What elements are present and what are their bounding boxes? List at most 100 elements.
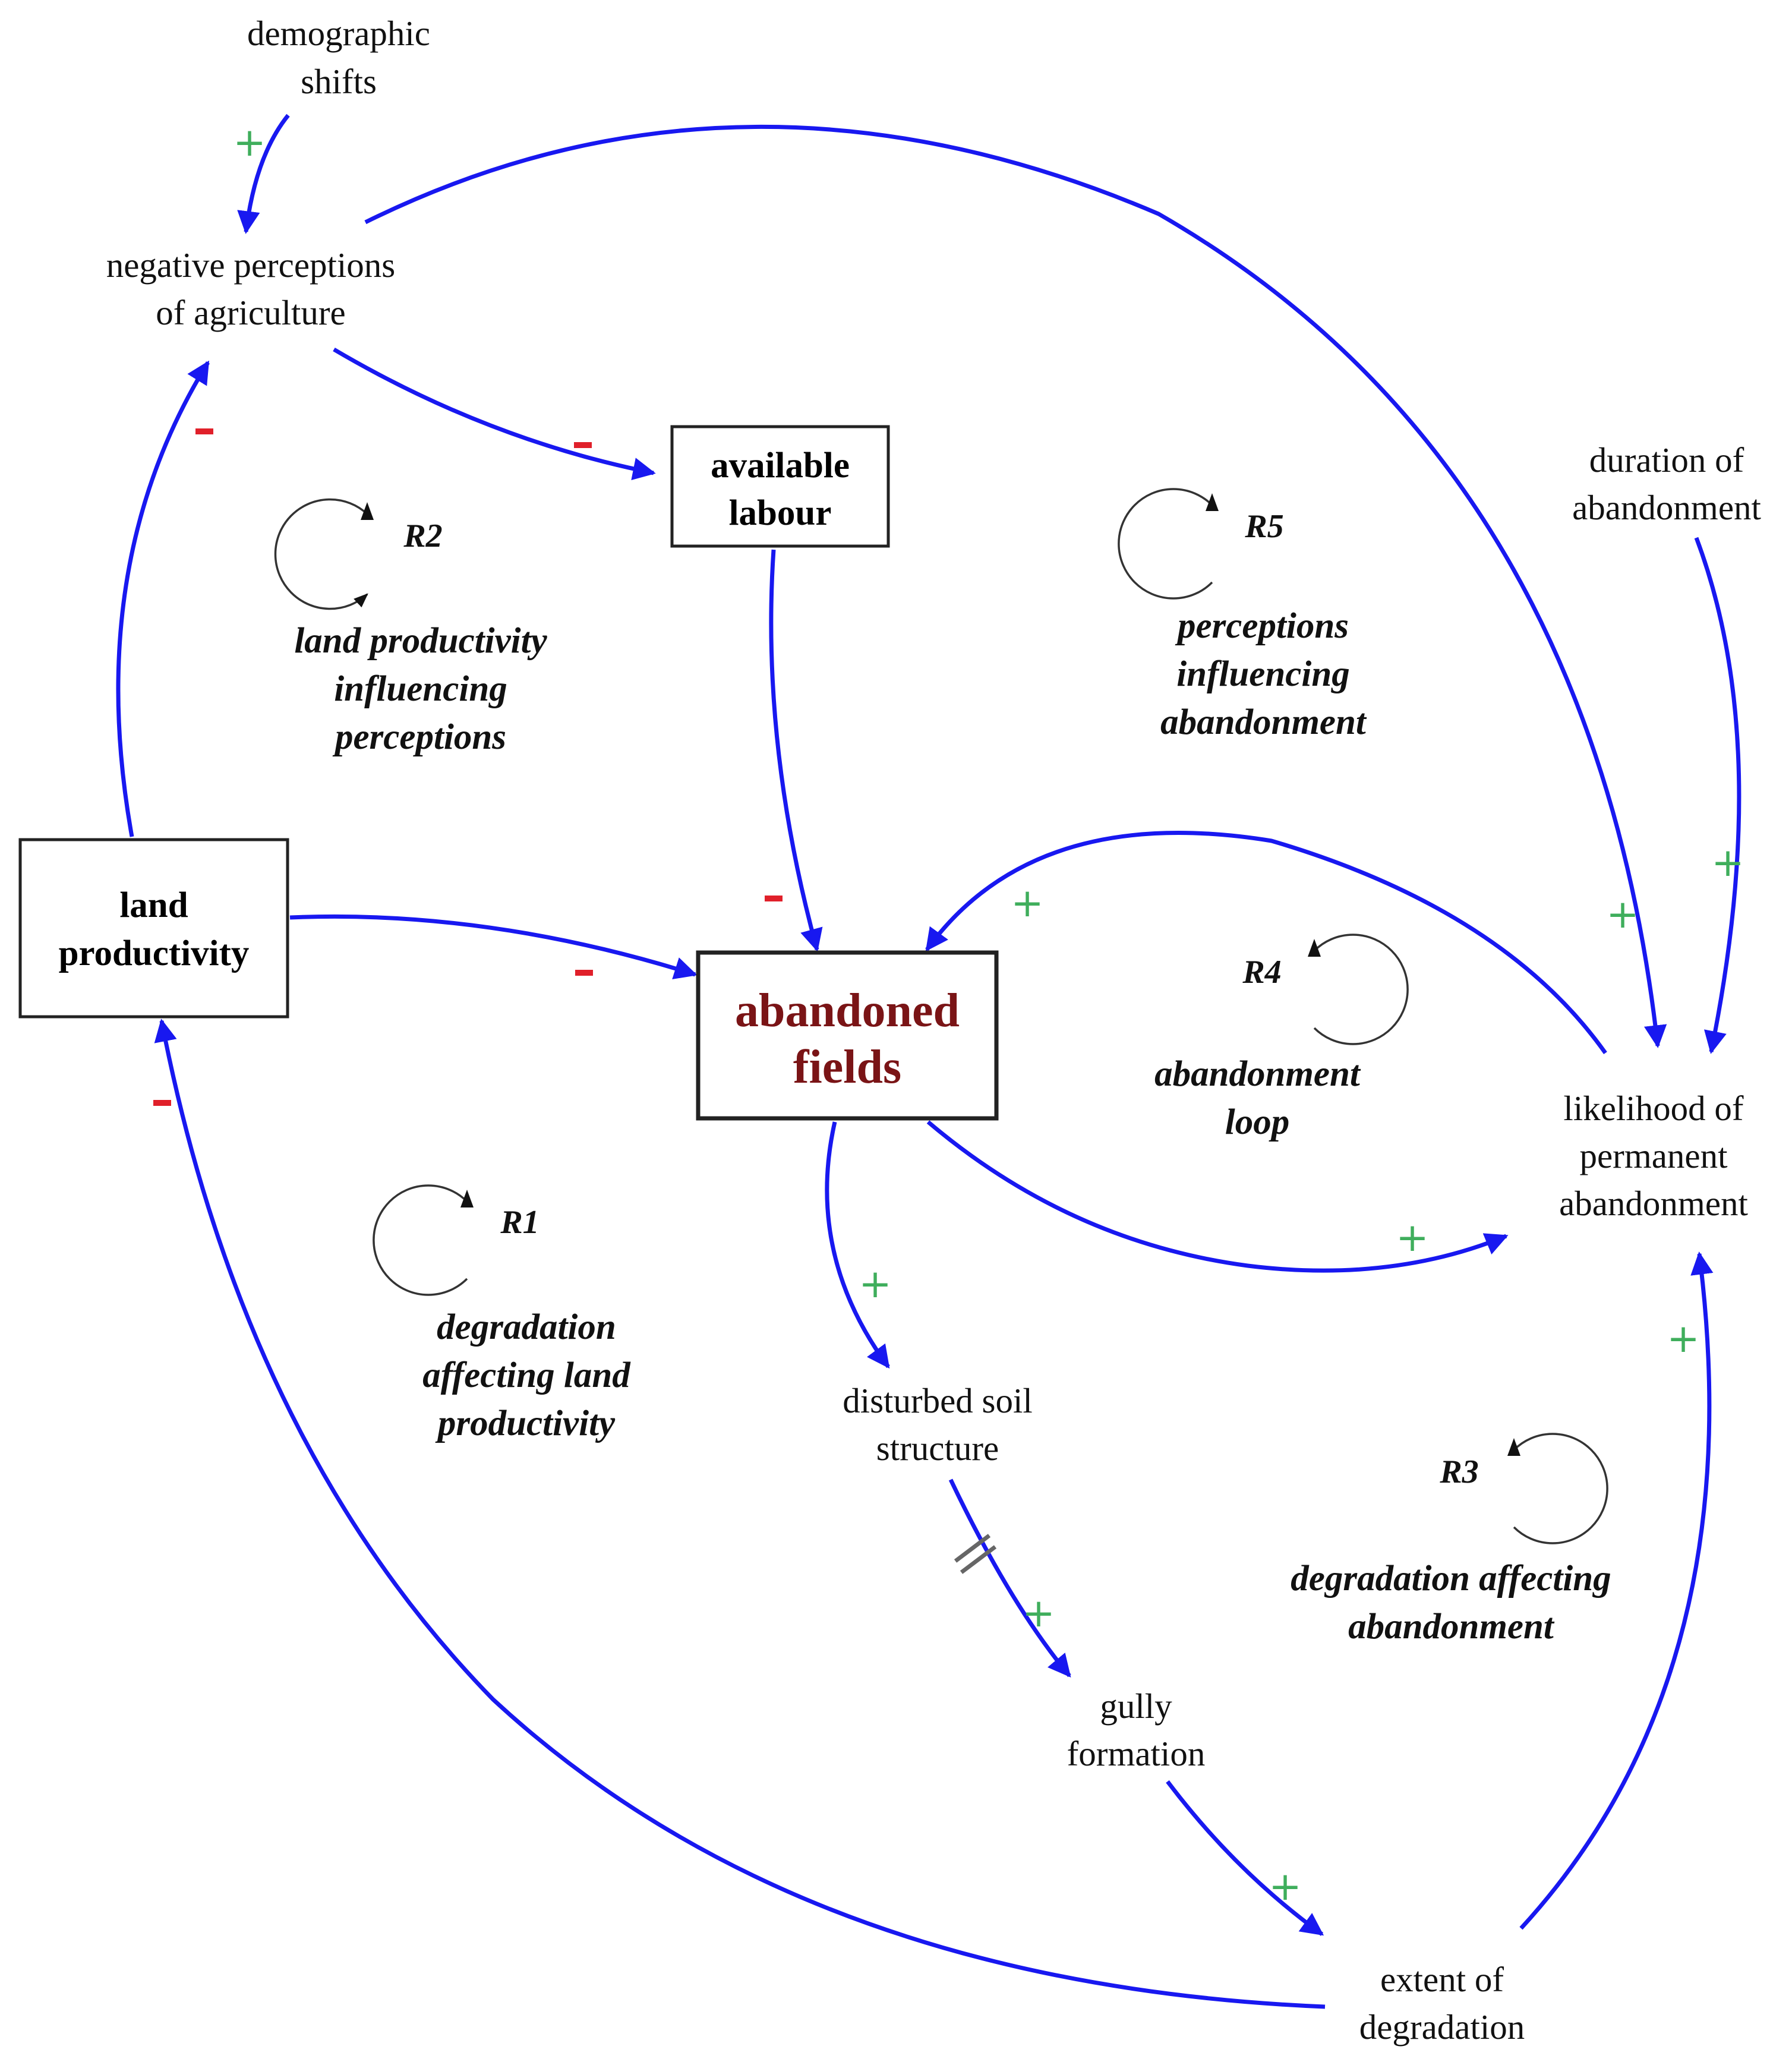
node-negative-perceptions: negative perceptions of agriculture bbox=[106, 245, 396, 332]
loop-r5-label-line1: perceptions bbox=[1175, 606, 1349, 646]
loop-r5: R5 perceptions influencing abandonment bbox=[1118, 488, 1367, 742]
loop-r2-arrowhead bbox=[361, 502, 374, 520]
loop-r1-arrowhead bbox=[460, 1190, 474, 1207]
loop-r4-label-line1: abandonment bbox=[1154, 1054, 1361, 1094]
node-available-labour: available labour bbox=[670, 425, 890, 548]
loop-r4-id: R4 bbox=[1242, 954, 1281, 991]
loop-r2-id: R2 bbox=[403, 518, 442, 554]
loop-r1-id: R1 bbox=[500, 1204, 539, 1241]
loop-r5-arrow bbox=[1118, 488, 1213, 600]
polarity-perceptions-labour bbox=[574, 442, 592, 448]
loop-r5-label-line2: influencing bbox=[1176, 654, 1350, 694]
node-gully-line1: gully bbox=[1100, 1686, 1172, 1726]
link-disturbed-to-gully bbox=[948, 1478, 1071, 1678]
node-extent-of-degradation: extent of degradation bbox=[1359, 1960, 1525, 2047]
polarity-signs: + + + + + + + + + bbox=[153, 119, 1744, 1909]
polarity-labour-abandoned bbox=[765, 896, 783, 901]
node-available-labour-box bbox=[670, 425, 890, 548]
loop-r2-label-line1: land productivity bbox=[294, 621, 547, 661]
link-landprod-to-abandoned bbox=[289, 914, 698, 979]
node-abandoned-fields: abandoned fields bbox=[696, 950, 999, 1121]
node-likelihood-line3: abandonment bbox=[1559, 1184, 1748, 1223]
loop-r4-label-line2: loop bbox=[1225, 1102, 1289, 1142]
node-abandoned-fields-line2: fields bbox=[793, 1041, 901, 1093]
node-likelihood-of-permanent-abandonment: likelihood of permanent abandonment bbox=[1559, 1089, 1748, 1223]
links bbox=[116, 113, 1741, 2009]
loop-r2-arrow bbox=[274, 498, 368, 610]
node-demographic-shifts-line2: shifts bbox=[301, 62, 377, 101]
node-land-productivity: land productivity bbox=[18, 838, 289, 1019]
loop-r3-label-line2: abandonment bbox=[1348, 1607, 1555, 1647]
node-negative-perceptions-line1: negative perceptions bbox=[106, 245, 396, 285]
link-abandoned-to-disturbed bbox=[825, 1121, 890, 1369]
node-extent-line2: degradation bbox=[1359, 2007, 1525, 2047]
link-gully-to-extent bbox=[1166, 1780, 1324, 1936]
node-duration-line1: duration of bbox=[1589, 440, 1744, 480]
link-duration-to-likelihood bbox=[1694, 537, 1741, 1054]
loop-r4-arrow bbox=[1313, 934, 1409, 1045]
delay-mark bbox=[954, 1534, 997, 1574]
loop-r2: R2 land productivity influencing percept… bbox=[274, 498, 548, 757]
node-gully-formation: gully formation bbox=[1067, 1686, 1206, 1773]
loop-r5-id: R5 bbox=[1244, 508, 1283, 545]
node-disturbed-soil-structure: disturbed soil structure bbox=[843, 1381, 1033, 1468]
link-perceptions-to-likelihood bbox=[364, 125, 1667, 1048]
loop-arrowheads bbox=[361, 493, 1520, 1456]
node-available-labour-line1: available bbox=[711, 446, 850, 485]
loop-r2-label-line3: perceptions bbox=[332, 717, 506, 757]
node-land-productivity-line1: land bbox=[119, 885, 188, 925]
node-demographic-shifts: demographic shifts bbox=[247, 14, 430, 101]
polarity-extent-landprod bbox=[153, 1100, 171, 1106]
link-abandoned-to-likelihood bbox=[926, 1120, 1509, 1273]
polarity-extent-likelihood: + bbox=[1667, 1316, 1699, 1361]
loop-r3-id: R3 bbox=[1439, 1454, 1478, 1490]
loop-r1-label-line2: affecting land bbox=[422, 1355, 631, 1395]
node-extent-line1: extent of bbox=[1380, 1960, 1504, 1999]
loop-r1-label-line1: degradation bbox=[437, 1307, 616, 1347]
node-abandoned-fields-box bbox=[696, 950, 999, 1121]
polarity-likelihood-abandoned: + bbox=[1011, 880, 1043, 926]
polarity-abandoned-disturbed: + bbox=[859, 1261, 891, 1307]
loop-r5-label-line3: abandonment bbox=[1160, 702, 1367, 742]
node-demographic-shifts-line1: demographic bbox=[247, 14, 430, 53]
node-land-productivity-line2: productivity bbox=[59, 934, 250, 973]
loop-r4-arrowhead bbox=[1308, 939, 1321, 957]
polarity-landprod-perceptions bbox=[195, 428, 213, 434]
polarity-perceptions-likelihood: + bbox=[1606, 891, 1639, 937]
node-disturbed-soil-line1: disturbed soil bbox=[843, 1381, 1033, 1420]
polarity-duration-likelihood: + bbox=[1711, 840, 1744, 885]
node-disturbed-soil-line2: structure bbox=[876, 1429, 999, 1468]
link-extent-to-likelihood bbox=[1519, 1251, 1714, 1930]
link-likelihood-to-abandoned bbox=[925, 831, 1607, 1055]
link-labour-to-abandoned bbox=[769, 549, 823, 952]
loop-r3-arrowhead bbox=[1507, 1438, 1520, 1456]
polarity-gully-extent: + bbox=[1269, 1864, 1301, 1909]
link-extent-to-landprod bbox=[154, 1019, 1326, 2009]
loop-r4: R4 abandonment loop bbox=[1154, 934, 1409, 1142]
loop-r5-arrowhead bbox=[1206, 493, 1219, 511]
node-abandoned-fields-line1: abandoned bbox=[735, 985, 960, 1037]
node-gully-line2: formation bbox=[1067, 1734, 1206, 1773]
node-available-labour-line2: labour bbox=[729, 493, 832, 533]
node-land-productivity-box bbox=[18, 838, 289, 1019]
node-likelihood-line2: permanent bbox=[1580, 1136, 1728, 1175]
polarity-landprod-abandoned bbox=[575, 970, 593, 976]
node-negative-perceptions-line2: of agriculture bbox=[156, 293, 345, 332]
polarity-demographic-perceptions: + bbox=[233, 119, 266, 165]
loop-r3: R3 degradation affecting abandonment bbox=[1291, 1433, 1611, 1647]
node-duration-of-abandonment: duration of abandonment bbox=[1572, 440, 1761, 527]
loop-r3-arrow bbox=[1513, 1433, 1608, 1544]
link-perceptions-to-labour bbox=[333, 347, 656, 481]
node-duration-line2: abandonment bbox=[1572, 488, 1761, 527]
loop-r1-label-line3: productivity bbox=[435, 1404, 616, 1443]
polarity-abandoned-likelihood: + bbox=[1396, 1215, 1428, 1260]
link-demographic-to-perceptions bbox=[237, 113, 290, 234]
loop-r3-label-line1: degradation affecting bbox=[1291, 1559, 1611, 1598]
polarity-disturbed-gully: + bbox=[1022, 1590, 1055, 1636]
link-landprod-to-perceptions bbox=[116, 360, 210, 837]
loop-r1: R1 degradation affecting land productivi… bbox=[373, 1184, 631, 1443]
node-likelihood-line1: likelihood of bbox=[1563, 1089, 1744, 1128]
loop-r2-label-line2: influencing bbox=[334, 669, 507, 709]
loop-r1-arrow bbox=[373, 1184, 468, 1296]
